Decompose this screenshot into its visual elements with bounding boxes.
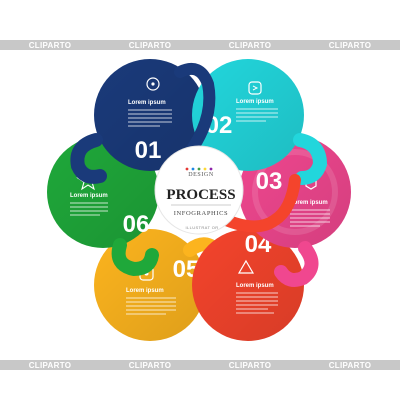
watermark-text: CLIPARTO [128,360,172,370]
step-01-number: 01 [135,137,162,164]
step-06-heading: Lorem ipsum [70,193,108,199]
warning-icon [237,259,255,274]
center-design: DESIGN [188,172,214,178]
watermark-text: CLIPARTO [228,360,272,370]
watermark-text: CLIPARTO [328,360,372,370]
step-01-body-lines [128,109,172,127]
center-title: PROCESS [166,187,235,203]
step-02-connector [293,133,328,185]
watermark-text: CLIPARTO [28,40,72,50]
step-04-tail [209,174,301,233]
watermark-text: CLIPARTO [128,40,172,50]
step-03-body-lines [290,209,330,227]
step-04-body-lines [236,292,278,314]
center-circle [154,145,244,235]
step-03-heading: Lorem ipsum [290,200,328,206]
step-02-body-lines [236,108,278,122]
step-05-heading: Lorem ipsum [126,288,164,294]
watermark-text: CLIPARTO [228,40,272,50]
center-subtitle: INFOGRAPHICS [174,210,229,217]
watermark-bar-bottom: CLIPARTO CLIPARTO CLIPARTO CLIPARTO [0,360,400,370]
step-02-heading: Lorem ipsum [236,99,274,105]
step-01-heading: Lorem ipsum [128,100,166,106]
center-dots [185,167,213,171]
step-06-body-lines [70,202,108,216]
step-03-connector [274,241,319,287]
watermark-text: CLIPARTO [28,360,72,370]
center-footer: ILLUSTRAT OR [185,225,218,230]
step-06-number: 06 [123,211,150,238]
step-02: 02 Lorem ipsum [192,59,328,185]
step-06-connector [111,238,159,277]
bulb-icon [146,77,160,91]
step-04-heading: Lorem ipsum [236,283,274,289]
watermark-text: CLIPARTO [328,40,372,50]
share-icon [248,81,262,95]
watermark-bar-top: CLIPARTO CLIPARTO CLIPARTO CLIPARTO [0,40,400,50]
step-01: 01 Lorem ipsum [70,59,206,184]
center-badge: DESIGN PROCESS INFOGRAPHICS ILLUSTRAT OR [154,145,244,235]
step-05-body-lines [126,297,176,315]
step-03-number: 03 [256,168,283,195]
step-01-connector [70,133,107,184]
step-04: 04 Lorem ipsum [192,229,304,341]
